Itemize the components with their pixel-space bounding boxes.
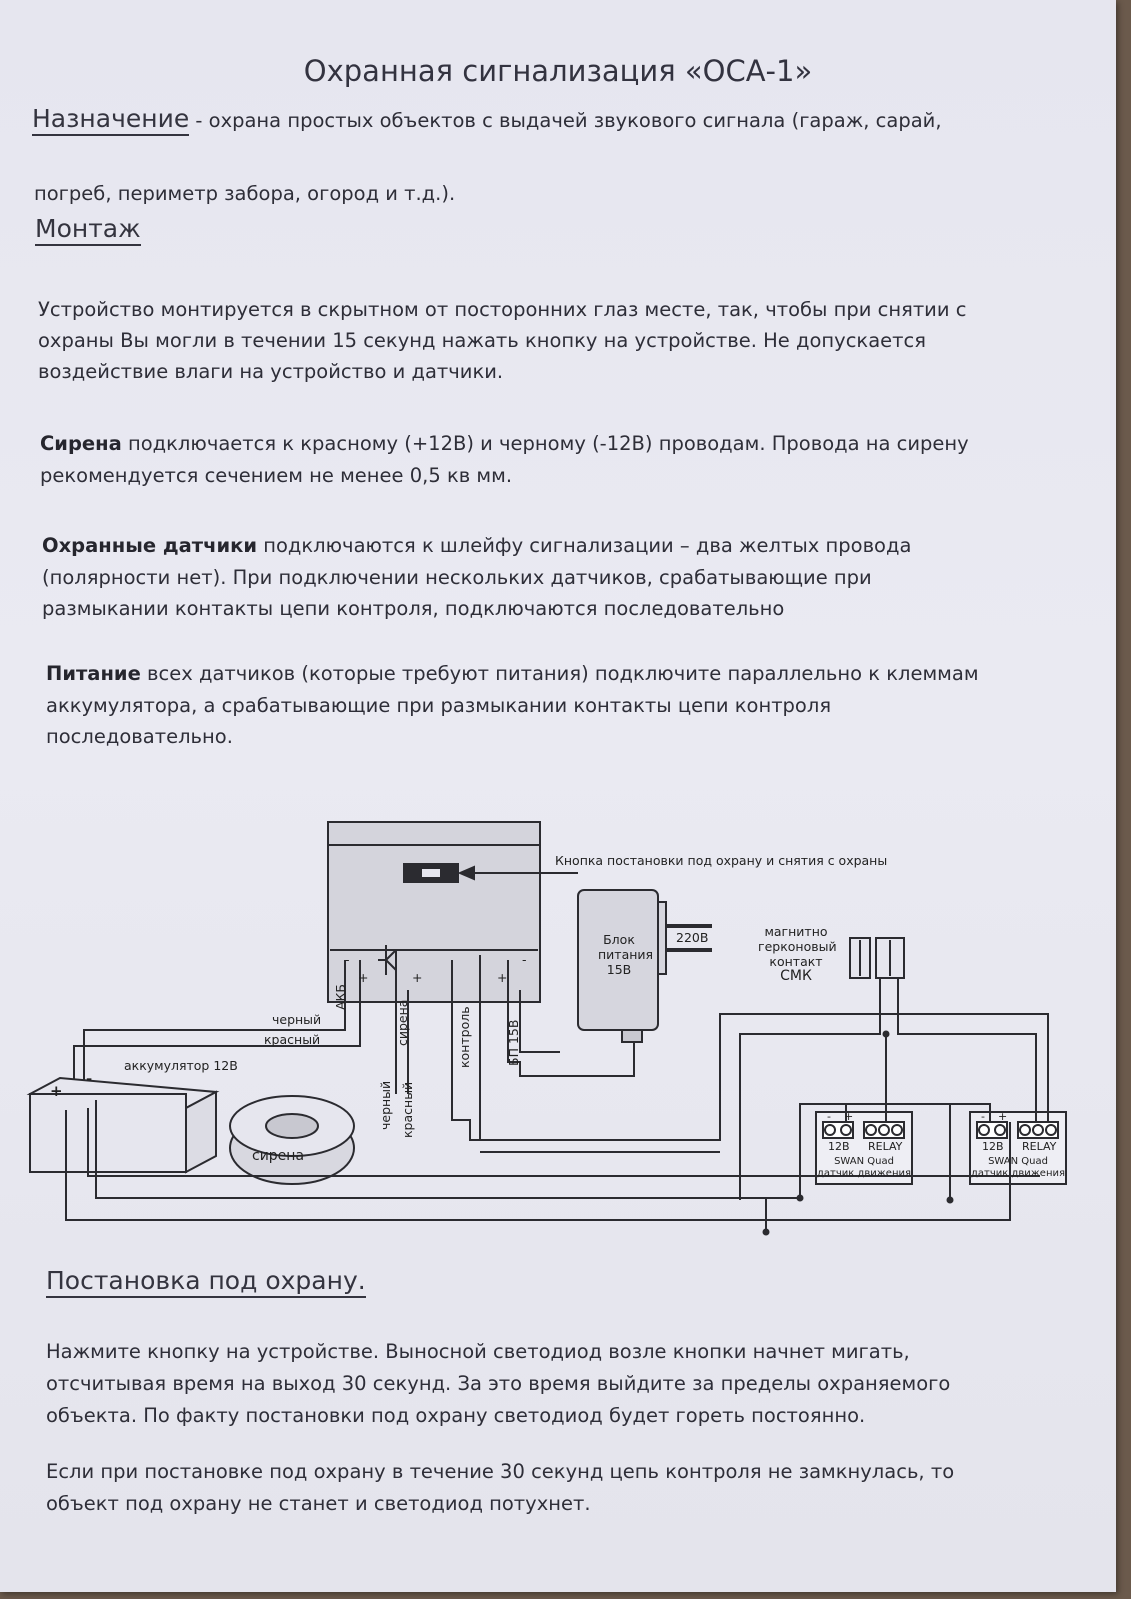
- sensor1-12v: 12В: [828, 1140, 850, 1153]
- siren-wire-red: красный: [400, 1081, 415, 1138]
- document-title: Охранная сигнализация «ОСА-1»: [303, 54, 813, 88]
- arming-p2-line-1: Если при постановке под охрану в течение…: [46, 1460, 955, 1483]
- siren-line-2: рекомендуется сечением не менее 0,5 кв м…: [40, 464, 513, 487]
- mounting-line-1: Устройство монтируется в скрытном от пос…: [38, 298, 967, 321]
- sensor2-12v: 12В: [982, 1140, 1004, 1153]
- sensor2-minus: -: [981, 1110, 985, 1123]
- power-line-2: аккумулятора, а срабатывающие при размык…: [46, 694, 832, 717]
- mains-label: 220В: [676, 930, 709, 945]
- terminal-control-label: контроль: [457, 1006, 472, 1068]
- siren-wire-black: черный: [378, 1080, 393, 1130]
- battery-box: [29, 1093, 187, 1173]
- power-line-1: Питание всех датчиков (которые требуют п…: [46, 662, 979, 685]
- purpose-text-2: погреб, периметр забора, огород и т.д.).: [34, 182, 456, 205]
- button-label: Кнопка постановки под охрану и снятия с …: [555, 853, 888, 868]
- sensor1-relay: RELAY: [868, 1140, 903, 1153]
- control-unit-box: [327, 821, 541, 1003]
- terminal-minus-2: -: [522, 952, 527, 967]
- sensor2-relay: RELAY: [1022, 1140, 1057, 1153]
- terminal-plus-1: +: [358, 970, 369, 985]
- arming-p1-line-1: Нажмите кнопку на устройстве. Выносной с…: [46, 1340, 910, 1363]
- terminal-minus-1: -: [345, 952, 350, 967]
- arming-p1-line-3: объекта. По факту постановки под охрану …: [46, 1404, 866, 1427]
- battery-label: аккумулятор 12В: [124, 1058, 238, 1073]
- sensors-line-2: (полярности нет). При подключении нескол…: [42, 566, 872, 589]
- purpose-section: Назначение - охрана простых объектов с в…: [32, 104, 1102, 136]
- battery-plus: +: [50, 1082, 63, 1100]
- sensors-line-3: размыкании контакты цепи контроля, подкл…: [42, 597, 785, 620]
- mounting-heading: Монтаж: [35, 214, 141, 246]
- battery-minus: -: [86, 1070, 93, 1088]
- arming-p1-line-2: отсчитывая время на выход 30 секунд. За …: [46, 1372, 951, 1395]
- sensors-line-1: Охранные датчики подключаются к шлейфу с…: [42, 534, 912, 557]
- power-line-3: последовательно.: [46, 725, 233, 748]
- terminal-plus-3: +: [497, 970, 508, 985]
- siren-line-1: Сирена подключается к красному (+12В) и …: [40, 432, 969, 455]
- wire-black-label: черный: [272, 1012, 322, 1027]
- sensor2-plus: +: [998, 1110, 1008, 1123]
- terminal-siren-label: сирена: [395, 999, 410, 1046]
- terminal-psu-label: БП 15В: [506, 1019, 521, 1066]
- purpose-text: - охрана простых объектов с выдачей звук…: [189, 109, 942, 132]
- sensor1-minus: -: [827, 1110, 831, 1123]
- purpose-heading: Назначение: [32, 104, 190, 136]
- arming-p2-line-2: объект под охрану не станет и светодиод …: [46, 1492, 591, 1515]
- siren-device-label: сирена: [252, 1148, 305, 1164]
- mounting-line-2: охраны Вы могли в течении 15 секунд нажа…: [38, 329, 926, 352]
- mounting-line-3: воздействие влаги на устройство и датчик…: [38, 360, 504, 383]
- arming-heading: Постановка под охрану.: [46, 1266, 366, 1298]
- sensor1-plus: +: [844, 1110, 854, 1123]
- wire-red-label: красный: [264, 1032, 321, 1047]
- terminal-akb-label: АКБ: [333, 983, 348, 1010]
- terminal-plus-2: +: [412, 970, 423, 985]
